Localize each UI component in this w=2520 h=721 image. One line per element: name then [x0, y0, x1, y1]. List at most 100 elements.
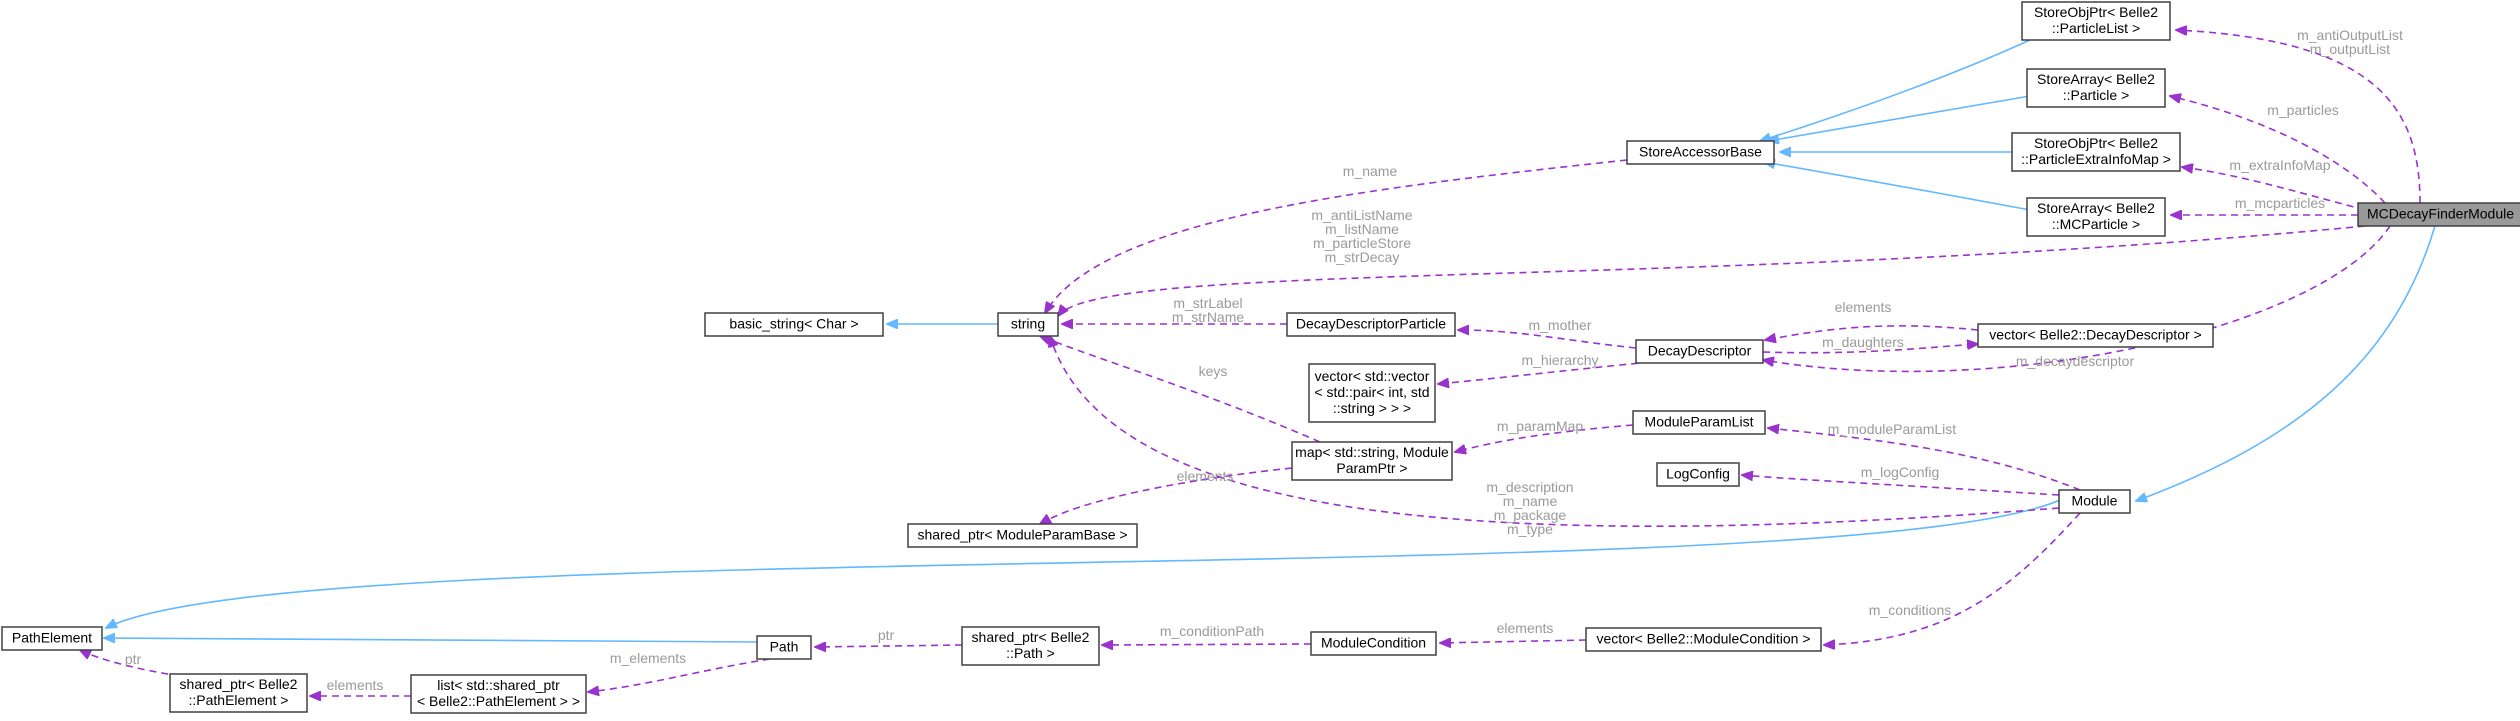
edge-layer	[80, 30, 2436, 696]
edge-label-elements-list: elements	[327, 677, 384, 693]
class-node-label: StoreArray< Belle2::MCParticle >	[2037, 200, 2155, 232]
class-node-box	[2026, 68, 2166, 108]
class-node-box	[704, 312, 884, 337]
inheritance-edge-store2	[1768, 95, 2031, 141]
class-node-box	[2011, 132, 2181, 172]
class-node-box	[1585, 627, 1822, 652]
class-node-decaydescriptor[interactable]: DecayDescriptor	[1635, 339, 1764, 364]
class-node-label: shared_ptr< ModuleParamBase >	[917, 527, 1127, 543]
class-node-box	[2026, 197, 2166, 237]
class-node-box	[169, 673, 308, 713]
class-node-string[interactable]: string	[997, 312, 1059, 337]
usage-edge-elements-cond	[1440, 640, 1587, 643]
class-node-label: StoreArray< Belle2::Particle >	[2037, 71, 2155, 103]
usage-edge-mother	[1458, 330, 1637, 349]
edge-label-hierarchy: m_hierarchy	[1521, 352, 1598, 368]
usage-edge-conditions	[1824, 512, 2081, 645]
class-node-vector-modulecondition[interactable]: vector< Belle2::ModuleCondition >	[1585, 627, 1822, 652]
class-node-box	[1291, 441, 1453, 481]
inheritance-edge-module-pathelement	[106, 494, 2071, 628]
class-node-label: StoreObjPtr< Belle2::ParticleExtraInfoMa…	[2021, 135, 2171, 167]
inheritance-edge-store1	[1760, 39, 2031, 141]
class-node-vector-vector-pair[interactable]: vector< std::vector< std::pair< int, std…	[1308, 363, 1436, 423]
class-node-box	[1977, 323, 2214, 348]
edge-label-elements-map: elements	[1177, 468, 1234, 484]
class-node-box	[1656, 462, 1740, 487]
class-node-label: shared_ptr< Belle2::Path >	[972, 629, 1090, 661]
class-node-pathelement[interactable]: PathElement	[1, 626, 103, 651]
class-node-box	[1286, 312, 1456, 337]
class-node-moduleparamlist[interactable]: ModuleParamList	[1632, 410, 1766, 435]
class-node-box	[1626, 140, 1775, 165]
usage-edge-moduleparamlist	[1768, 428, 2081, 491]
usage-edge-decaydescriptor	[1763, 225, 2391, 373]
usage-edge-parammap	[1455, 424, 1634, 452]
inheritance-edge-path-pathelement	[104, 638, 758, 642]
edge-label-mother: m_mother	[1528, 317, 1591, 333]
class-node-box	[410, 674, 587, 714]
class-node-label: vector< Belle2::DecayDescriptor >	[1989, 327, 2201, 343]
class-node-decaydescriptorparticle[interactable]: DecayDescriptorParticle	[1286, 312, 1456, 337]
class-node-shared-ptr-pathelement[interactable]: shared_ptr< Belle2::PathElement >	[169, 673, 308, 713]
class-node-label: vector< Belle2::ModuleCondition >	[1596, 631, 1810, 647]
class-node-box	[907, 523, 1138, 548]
class-node-box	[1632, 410, 1766, 435]
class-node-box	[2021, 1, 2171, 41]
class-node-vector-decaydescriptor[interactable]: vector< Belle2::DecayDescriptor >	[1977, 323, 2214, 348]
class-node-label: shared_ptr< Belle2::PathElement >	[180, 676, 298, 708]
usage-edge-daughters	[1762, 344, 1978, 354]
usage-edge-particles	[2170, 96, 2386, 204]
class-node-shared-ptr-path[interactable]: shared_ptr< Belle2::Path >	[961, 626, 1100, 666]
usage-edge-elements-dd	[1765, 325, 1979, 340]
inheritance-edge-mcdf-module	[2136, 225, 2436, 501]
edge-label-particles: m_particles	[2267, 102, 2339, 118]
class-node-box	[2357, 202, 2520, 227]
edge-label-conditions: m_conditions	[1869, 602, 1952, 618]
class-node-mcdecayfindermodule[interactable]: MCDecayFinderModule	[2357, 202, 2520, 227]
usage-edge-extrainfo	[2182, 167, 2366, 211]
class-node-box	[1308, 363, 1436, 423]
class-node-label: basic_string< Char >	[729, 316, 858, 332]
class-node-basic-string[interactable]: basic_string< Char >	[704, 312, 884, 337]
usage-edge-module-string	[1050, 336, 2060, 528]
class-node-label: DecayDescriptorParticle	[1296, 316, 1446, 332]
class-node-module[interactable]: Module	[2058, 489, 2131, 514]
usage-edge-name	[1045, 159, 1628, 313]
class-node-box	[756, 635, 812, 660]
edge-label-mcparticles: m_mcparticles	[2235, 195, 2325, 211]
edge-label-daughters: m_daughters	[1822, 334, 1904, 350]
class-node-storeobjptr-particleextrainfomap[interactable]: StoreObjPtr< Belle2::ParticleExtraInfoMa…	[2011, 132, 2181, 172]
class-node-box	[1635, 339, 1764, 364]
class-node-label: StoreObjPtr< Belle2::ParticleList >	[2034, 4, 2158, 36]
class-node-label: DecayDescriptor	[1648, 343, 1752, 359]
edge-label-elements-cond: elements	[1497, 620, 1554, 636]
edge-label-ptr-path: ptr	[878, 627, 895, 643]
edge-label-decaydescriptor: m_decaydescriptor	[2016, 353, 2135, 369]
edge-label-name: m_name	[1343, 163, 1398, 179]
class-node-logconfig[interactable]: LogConfig	[1656, 462, 1740, 487]
class-node-path[interactable]: Path	[756, 635, 812, 660]
usage-edge-ptr-path	[815, 645, 963, 647]
class-node-storeaccessorbase[interactable]: StoreAccessorBase	[1626, 140, 1775, 165]
edge-label-extrainfo: m_extraInfoMap	[2229, 157, 2330, 173]
class-node-list-pathelement[interactable]: list< std::shared_ptr< Belle2::PathEleme…	[410, 674, 587, 714]
class-node-label: PathElement	[12, 630, 92, 646]
class-node-storearray-mcparticle[interactable]: StoreArray< Belle2::MCParticle >	[2026, 197, 2166, 237]
class-node-box	[2058, 489, 2131, 514]
class-node-label: ModuleParamList	[1645, 414, 1754, 430]
class-node-label: string	[1011, 316, 1045, 332]
usage-edge-logconfig	[1742, 475, 2060, 496]
class-node-storeobjptr-particlelist[interactable]: StoreObjPtr< Belle2::ParticleList >	[2021, 1, 2171, 41]
class-node-modulecondition[interactable]: ModuleCondition	[1310, 631, 1437, 656]
edge-label-moduleparamlist: m_moduleParamList	[1828, 421, 1956, 437]
class-node-storearray-particle[interactable]: StoreArray< Belle2::Particle >	[2026, 68, 2166, 108]
class-node-shared-ptr-moduleparambase[interactable]: shared_ptr< ModuleParamBase >	[907, 523, 1138, 548]
edge-label-melements: m_elements	[610, 650, 686, 666]
